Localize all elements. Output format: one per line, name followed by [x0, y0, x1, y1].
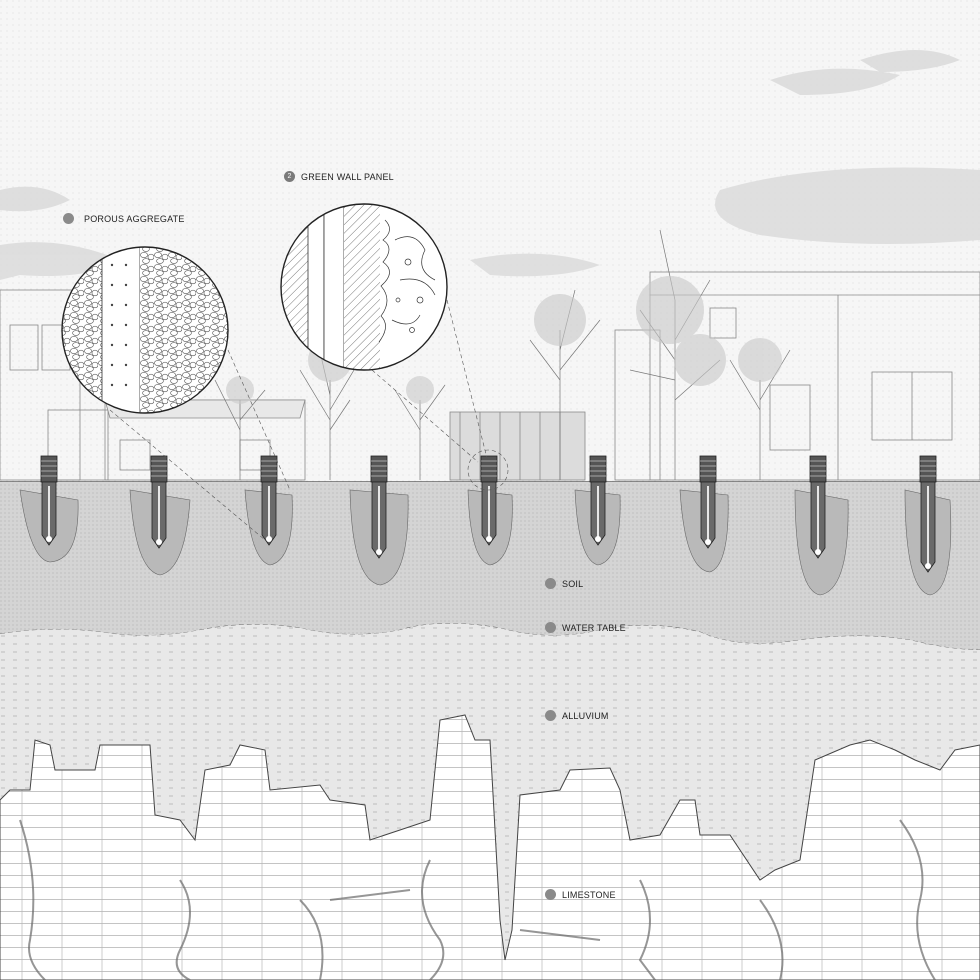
porous-aggregate-text: POROUS AGGREGATE — [84, 213, 185, 224]
infiltration-column — [480, 455, 498, 546]
detail-leader-lines — [109, 299, 509, 541]
green-wall-panel-label: 2 GREEN WALL PANEL — [284, 171, 394, 182]
marker-dot-icon — [545, 889, 556, 900]
infiltration-column — [150, 455, 168, 549]
marker-dot-icon — [545, 710, 556, 721]
water-table-label: WATER TABLE — [545, 622, 626, 633]
background-buildings — [0, 271, 980, 481]
infiltration-columns — [40, 455, 937, 573]
water-table-text: WATER TABLE — [562, 622, 626, 633]
infiltration-column — [919, 455, 937, 573]
porous-aggregate-label: POROUS AGGREGATE — [63, 213, 185, 224]
infiltration-column — [809, 455, 827, 559]
infiltration-column — [699, 455, 717, 549]
green-wall-panel-text: GREEN WALL PANEL — [301, 171, 394, 182]
limestone-fractures — [19, 819, 936, 980]
number-badge-icon: 2 — [284, 171, 295, 182]
marker-dot-icon — [63, 213, 74, 224]
alluvium-label: ALLUVIUM — [545, 710, 609, 721]
soil-label: SOIL — [545, 578, 583, 589]
marker-dot-icon — [545, 578, 556, 589]
soil-text: SOIL — [562, 578, 584, 589]
infiltration-column — [260, 455, 278, 546]
limestone-text: LIMESTONE — [562, 889, 616, 900]
soil-layer — [0, 482, 980, 650]
marker-dot-icon — [545, 622, 556, 633]
infiltration-column — [370, 455, 388, 559]
alluvium-text: ALLUVIUM — [562, 710, 609, 721]
limestone-layer — [0, 714, 980, 980]
infiltration-column — [589, 455, 607, 546]
infiltration-column — [40, 455, 58, 546]
limestone-label: LIMESTONE — [545, 889, 616, 900]
